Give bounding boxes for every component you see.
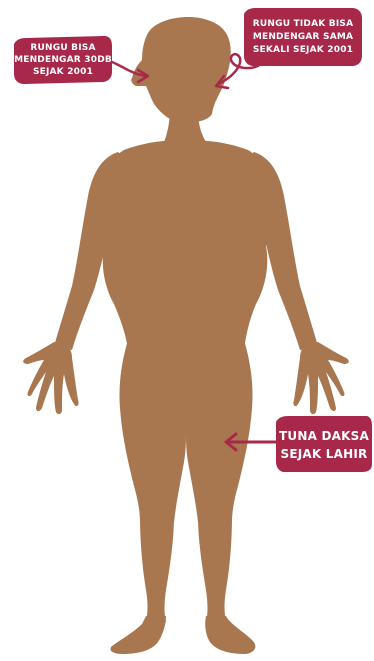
callout-leg-line2: SEJAK LAHIR xyxy=(281,447,368,461)
callout-left-ear-line1: RUNGU BISA xyxy=(30,43,95,53)
callout-right-ear-line2: MENDENGAR SAMA xyxy=(253,32,353,42)
left-foot-shape xyxy=(110,616,166,654)
right-hand-shape xyxy=(293,342,348,414)
head-shape xyxy=(131,17,231,122)
torso-shape xyxy=(99,140,271,350)
callout-right-ear: RUNGU TIDAK BISA MENDENGAR SAMA SEKALI S… xyxy=(216,8,362,88)
callout-left-ear-line3: SEJAK 2001 xyxy=(33,67,93,77)
callout-left-ear: RUNGU BISA MENDENGAR 30DB SEJAK 2001 xyxy=(14,36,148,84)
callout-right-ear-line1: RUNGU TIDAK BISA xyxy=(253,19,354,29)
left-hand-shape xyxy=(23,342,78,414)
right-lower-leg-shape xyxy=(198,516,232,622)
callout-left-ear-line2: MENDENGAR 30DB xyxy=(14,55,112,65)
callout-right-ear-line3: SEKALI SEJAK 2001 xyxy=(253,45,353,55)
hips-shape xyxy=(119,340,252,522)
right-foot-shape xyxy=(205,616,255,654)
callout-leg-bubble xyxy=(276,416,372,472)
callout-leg-line1: TUNA DAKSA xyxy=(279,429,369,443)
left-lower-leg-shape xyxy=(140,516,174,622)
body-silhouette xyxy=(23,17,349,654)
